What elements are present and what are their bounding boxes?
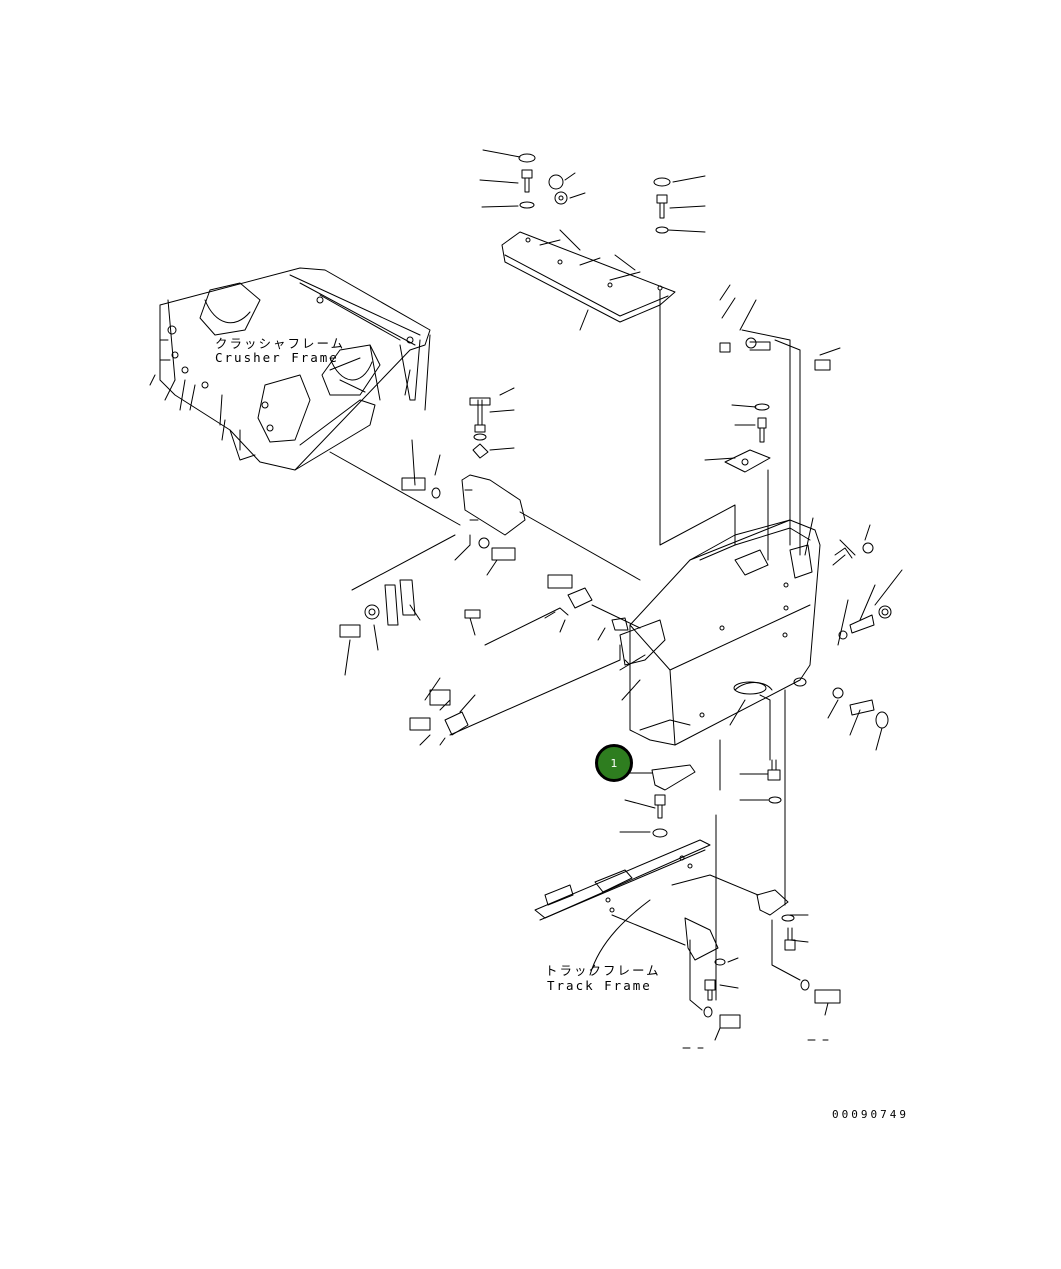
drawing-number: 00090749	[832, 1108, 909, 1121]
part-callout-1[interactable]: 1	[595, 744, 633, 782]
main-cover-drawing	[629, 519, 821, 746]
track-frame-label-en: Track Frame	[547, 978, 652, 993]
middle-brackets	[339, 397, 666, 736]
crusher-frame-label-en: Crusher Frame	[215, 350, 339, 365]
crusher-frame-drawing	[149, 267, 431, 471]
lower-parts	[651, 764, 696, 838]
cover-fasteners	[719, 337, 892, 804]
track-frame-label-jp: トラックフレーム	[545, 963, 661, 978]
part-callout-1-label: 1	[610, 756, 618, 770]
top-cover-plate-drawing	[501, 229, 676, 323]
track-frame-drawing	[534, 839, 841, 1029]
leader-lines	[329, 284, 903, 1049]
top-fasteners	[479, 149, 706, 234]
crusher-frame-label-jp: クラッシャフレーム	[215, 336, 346, 351]
